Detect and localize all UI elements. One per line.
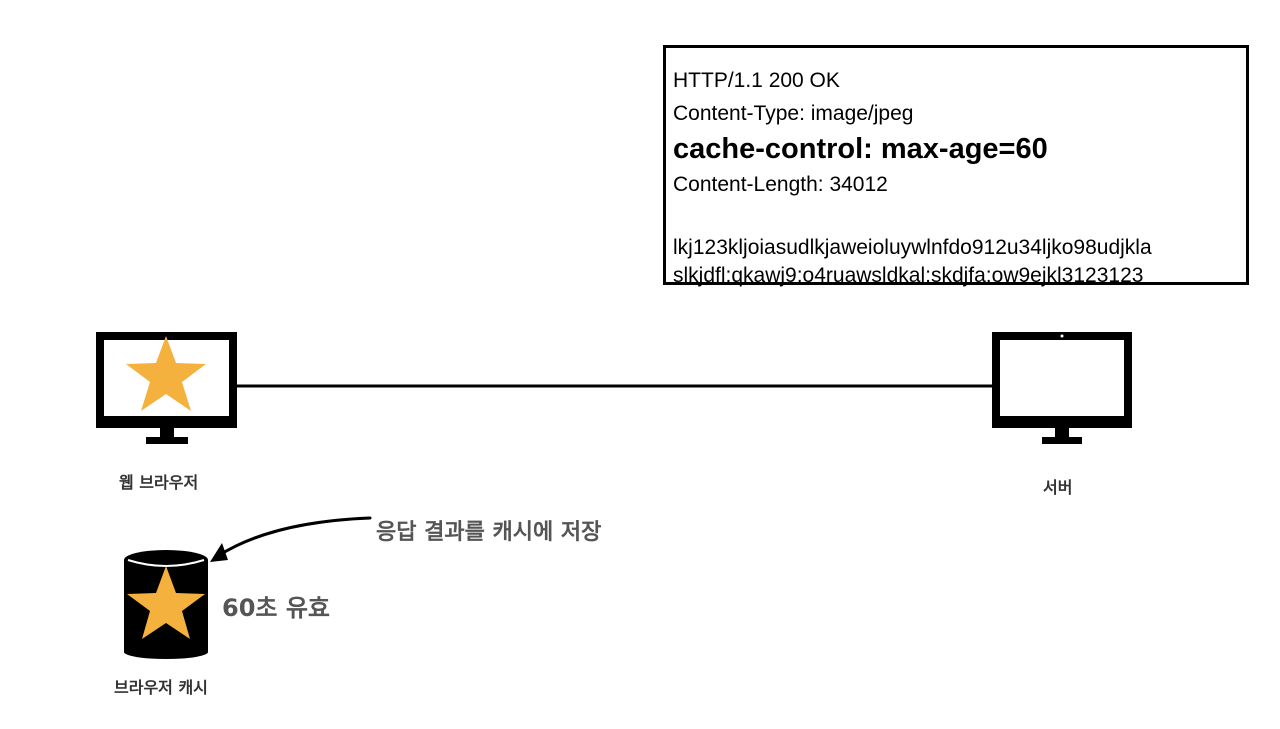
body-line-2: slkjdfl;qkawj9;o4ruawsldkal;skdjfa;ow9ej… [673,264,1144,287]
server-monitor-icon [992,332,1132,444]
cache-control-header: cache-control: max-age=60 [673,133,1048,165]
body-line-1: lkj123kljoiasudlkjaweioluywlnfdo912u34lj… [673,236,1152,259]
cached-star-icon [127,566,205,639]
server-label: 서버 [1043,478,1073,497]
validity-note: 60초 유효 [222,594,330,622]
content-length-header: Content-Length: 34012 [673,173,888,196]
http-response-box: HTTP/1.1 200 OK Content-Type: image/jpeg… [663,45,1249,287]
status-line: HTTP/1.1 200 OK [673,69,840,92]
browser-label: 웹 브라우저 [119,473,199,492]
image-star-icon [126,336,206,411]
cache-label: 브라우저 캐시 [114,678,208,697]
store-arrow-icon [210,516,372,562]
content-type-header: Content-Type: image/jpeg [673,102,914,125]
store-note: 응답 결과를 캐시에 저장 [376,520,602,545]
